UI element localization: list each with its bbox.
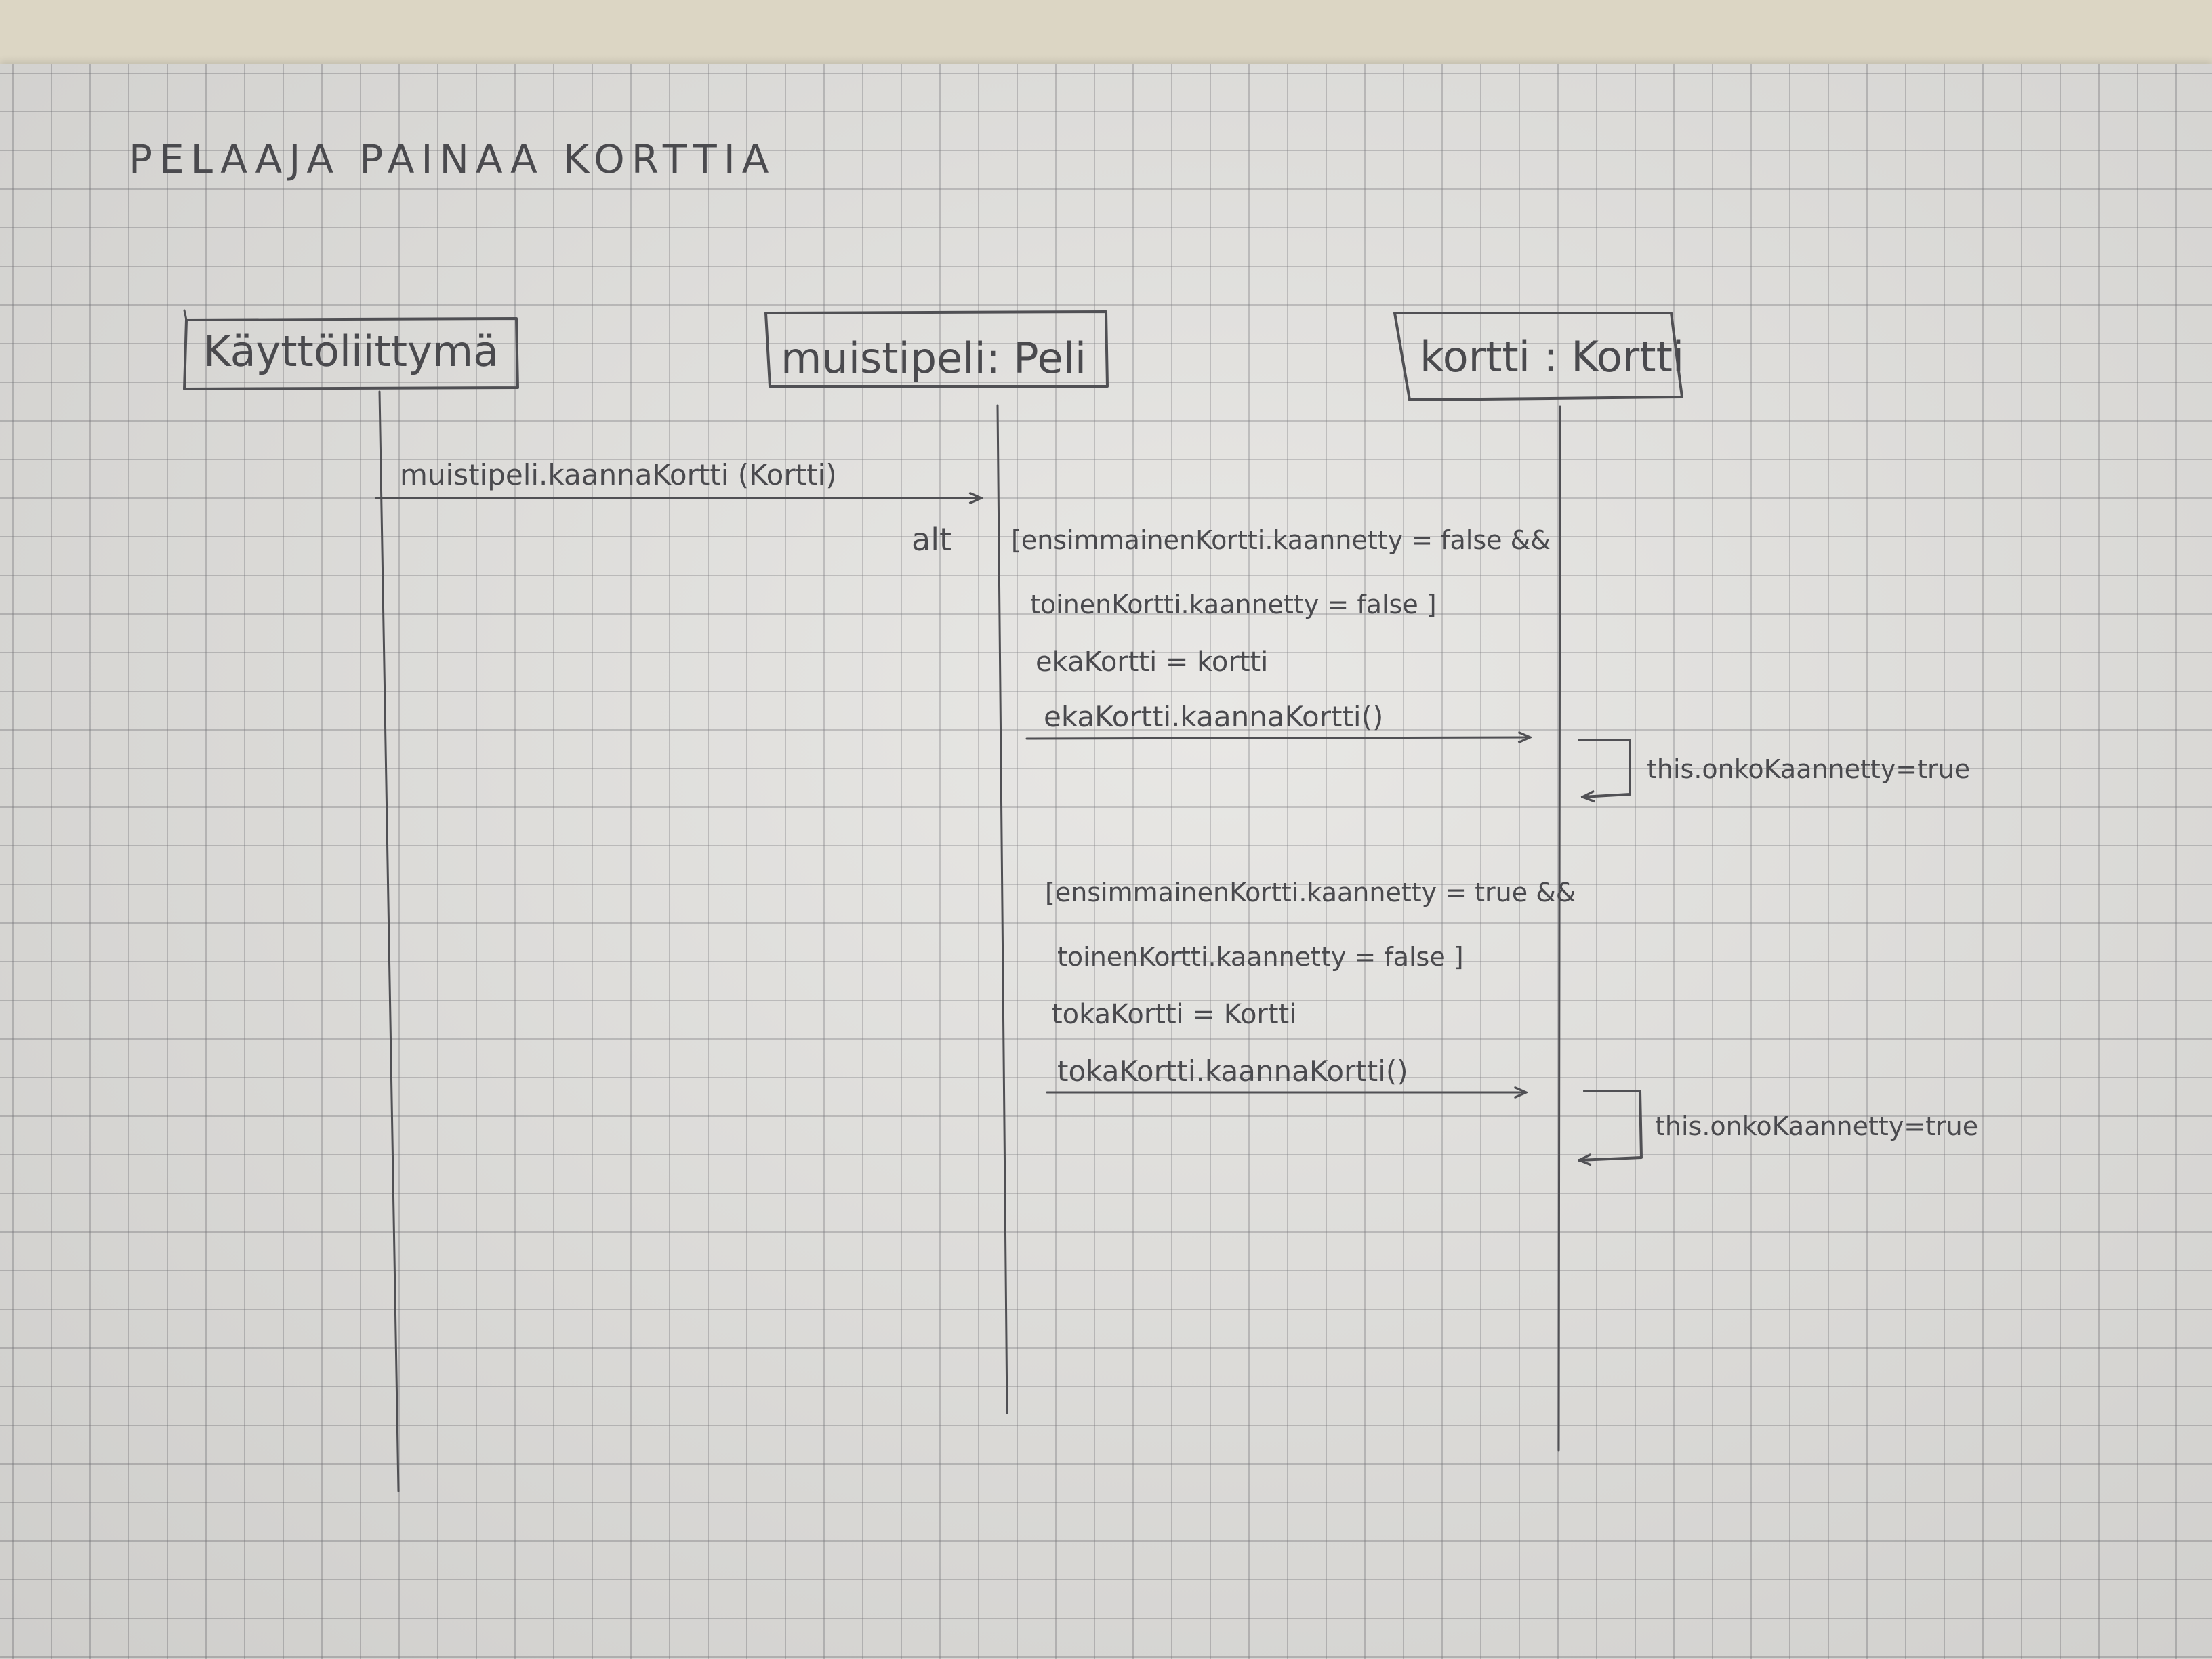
guard-condition-line: [ensimmainenKortti.kaannetty = false && — [1011, 525, 1551, 555]
participant-kortti: kortti : Kortti — [1393, 312, 1684, 401]
guard-condition-line: toinenKortti.kaannetty = false ] — [1030, 590, 1437, 619]
message-arrow — [1025, 737, 1530, 739]
lifeline-muistipeli — [996, 404, 1008, 1414]
main-call-label: muistipeli.kaannaKortti (Kortti) — [400, 458, 837, 491]
message-label: ekaKortti.kaannaKortti() — [1044, 700, 1383, 733]
assignment-statement: ekaKortti = kortti — [1036, 647, 1268, 678]
guard-condition-line: toinenKortti.kaannetty = false ] — [1057, 942, 1464, 972]
lifeline-kayttoliittyma — [378, 390, 400, 1492]
alt-branch-1: [ensimmainenKortti.kaannetty = false && … — [1011, 525, 1970, 797]
participant-label: Käyttöliittymä — [203, 327, 499, 376]
assignment-statement: tokaKortti = Kortti — [1052, 999, 1296, 1030]
self-call-arrow — [1579, 1090, 1643, 1160]
self-call-label: this.onkoKaannetty=true — [1647, 754, 1970, 784]
self-call-label: this.onkoKaannetty=true — [1655, 1111, 1978, 1141]
participant-label: muistipeli: Peli — [781, 333, 1086, 383]
guard-condition-line: [ensimmainenKortti.kaannetty = true && — [1045, 878, 1576, 907]
fragment-operator-alt: alt — [912, 521, 951, 558]
participant-label: kortti : Kortti — [1420, 332, 1684, 382]
diagram-title: PELAAJA PAINAA KORTTIA — [129, 136, 776, 182]
self-call-arrow — [1578, 739, 1631, 797]
alt-branch-2: [ensimmainenKortti.kaannetty = true && t… — [1045, 878, 1978, 1160]
participant-kayttoliittyma: Käyttöliittymä — [183, 309, 519, 390]
message-label: tokaKortti.kaannaKortti() — [1057, 1054, 1408, 1088]
lifeline-kortti — [1557, 405, 1561, 1452]
participant-muistipeli: muistipeli: Peli — [764, 310, 1109, 388]
